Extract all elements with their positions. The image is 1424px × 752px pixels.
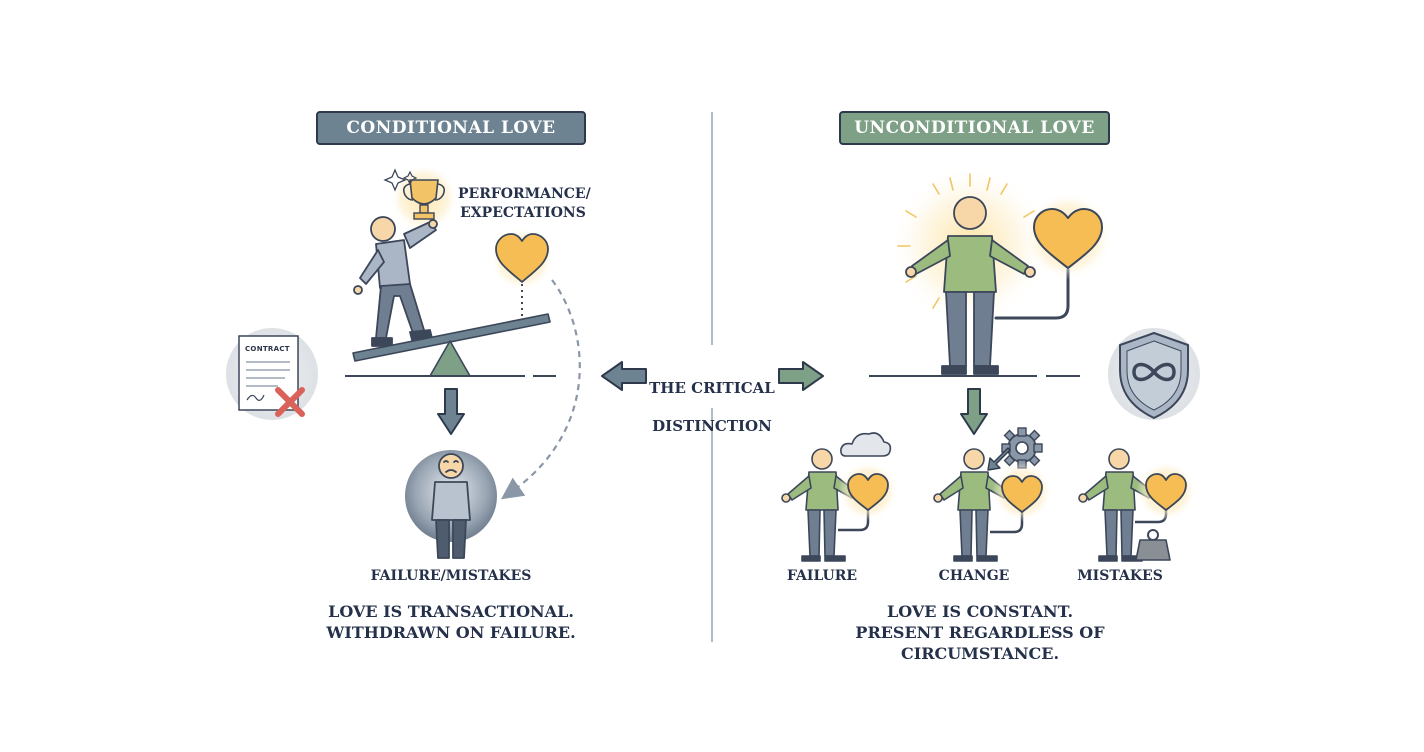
scenario-label-failure: FAILURE: [786, 568, 858, 584]
performance-expectations-label: PERFORMANCE/ EXPECTATIONS: [458, 186, 591, 221]
contract-icon: [226, 328, 318, 420]
mistakes-heart-icon: [1136, 461, 1196, 521]
weight-icon: [1135, 529, 1171, 561]
infinity-shield-icon: [1108, 328, 1200, 420]
unconditional-heart-icon: [1024, 192, 1112, 280]
unconditional-love-title: UNCONDITIONAL LOVE: [839, 111, 1110, 145]
sad-person: [405, 450, 497, 559]
critical-distinction-line1: THE CRITICAL: [649, 379, 775, 397]
change-heart-icon: [992, 462, 1052, 522]
striving-person: [353, 216, 438, 347]
critical-distinction-label: THE CRITICAL DISTINCTION: [630, 360, 794, 455]
cloud-icon: [840, 432, 892, 457]
failure-heart-icon: [838, 461, 898, 521]
unconditional-caption-line1: LOVE IS CONSTANT.: [886, 602, 1074, 621]
conditional-caption-line1: LOVE IS TRANSACTIONAL.: [328, 602, 574, 621]
unconditional-caption-line2: PRESENT REGARDLESS OF CIRCUMSTANCE.: [855, 623, 1105, 663]
conditional-caption-line2: WITHDRAWN ON FAILURE.: [326, 623, 576, 642]
failure-mistakes-label: FAILURE/MISTAKES: [370, 568, 532, 584]
left-down-arrow: [437, 388, 465, 435]
left-pointing-arrow: [601, 361, 647, 391]
heart-tether: [994, 268, 1070, 320]
scenario-label-change: CHANGE: [938, 568, 1010, 584]
trophy-icon: [383, 164, 458, 232]
failure-heart-tether: [838, 510, 870, 532]
seesaw: [352, 313, 551, 377]
contract-label: CONTRACT: [245, 345, 290, 353]
heart-withdraw-dashed-arrow: [500, 279, 581, 500]
critical-distinction-line2: DISTINCTION: [652, 417, 772, 435]
unconditional-caption: LOVE IS CONSTANT. PRESENT REGARDLESS OF …: [780, 601, 1180, 664]
change-arrow-icon: [987, 447, 1011, 471]
right-down-arrow: [960, 388, 988, 435]
right-pointing-arrow: [778, 361, 824, 391]
conditional-caption: LOVE IS TRANSACTIONAL. WITHDRAWN ON FAIL…: [300, 601, 602, 643]
scenario-label-mistakes: MISTAKES: [1077, 568, 1163, 584]
open-arms-person: [905, 196, 1036, 375]
conditional-heart-icon: [490, 227, 554, 291]
change-heart-tether: [990, 512, 1024, 534]
conditional-love-title: CONDITIONAL LOVE: [316, 111, 586, 145]
